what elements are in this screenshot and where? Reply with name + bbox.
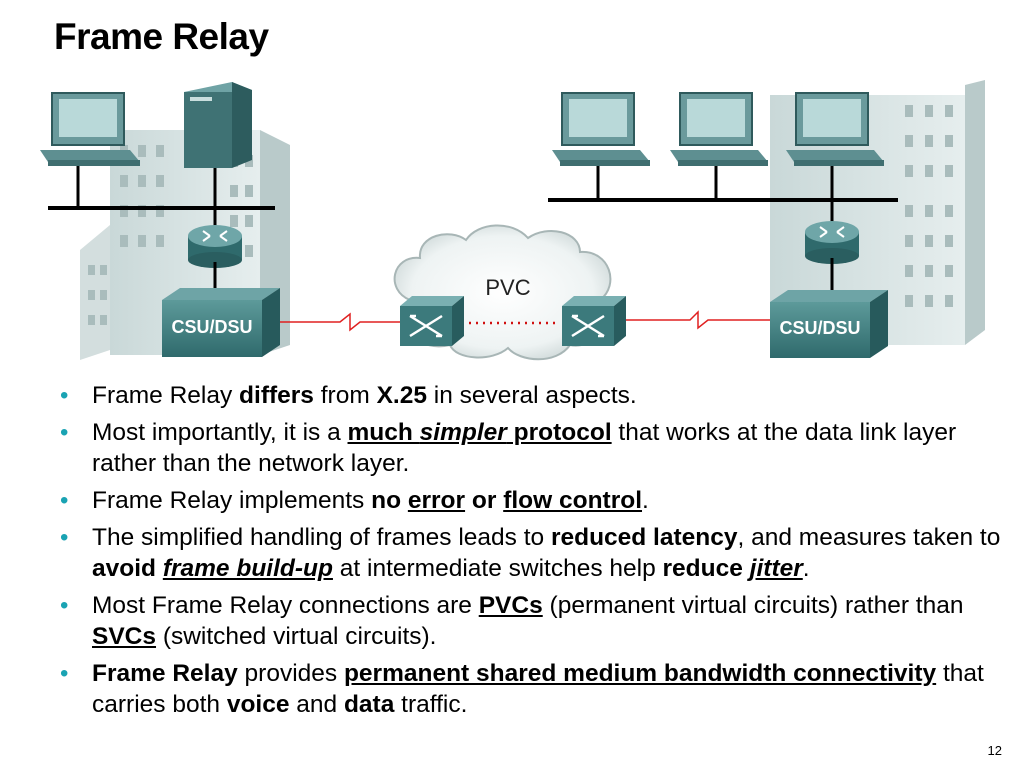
bullet-text: Most importantly, it is a much simpler p…: [92, 419, 956, 477]
text-run: SVCs: [92, 623, 157, 650]
text-run: jitter: [749, 555, 803, 582]
text-run: .: [642, 487, 649, 514]
pvc-label: PVC: [485, 275, 530, 300]
text-run: reduced latency: [550, 524, 738, 551]
text-run: from: [313, 382, 377, 409]
text-run: simpler: [419, 419, 507, 446]
frame-relay-switch-icon: [400, 296, 464, 346]
bullet-item: The simplified handling of frames leads …: [60, 522, 1010, 584]
bullet-text: Frame Relay implements no error or flow …: [92, 487, 649, 514]
frame-relay-network-diagram: CSU/DSU: [40, 80, 985, 361]
right-csu-dsu-device: CSU/DSU: [770, 290, 888, 358]
text-run: provides: [237, 660, 344, 687]
text-run: avoid: [92, 555, 156, 582]
text-run: Frame Relay: [92, 382, 240, 409]
text-run: that carries both: [92, 660, 984, 718]
bullet-item: Most importantly, it is a much simpler p…: [60, 417, 1010, 479]
bullet-item: Frame Relay provides permanent shared me…: [60, 658, 1010, 720]
text-run: The simplified handling of frames leads …: [92, 524, 551, 551]
text-run: (permanent virtual circuits) rather than: [542, 592, 964, 619]
text-run: in several aspects.: [426, 382, 637, 409]
left-csu-dsu-label: CSU/DSU: [171, 317, 252, 337]
wan-link-left: [280, 312, 400, 332]
bullet-text: Frame Relay provides permanent shared me…: [92, 660, 984, 718]
router-icon: [805, 221, 859, 264]
text-run: at intermediate switches help: [332, 555, 663, 582]
text-run: or: [471, 487, 497, 514]
text-run: [465, 487, 472, 514]
text-run: and: [289, 691, 344, 718]
workstation-icon: [40, 92, 140, 166]
page-number: 12: [987, 743, 1002, 758]
workstation-icon: [670, 92, 768, 166]
frame-relay-switch-icon: [562, 296, 626, 346]
text-run: flow control: [503, 487, 643, 514]
text-run: Most Frame Relay connections are: [92, 592, 479, 619]
text-run: X.25: [376, 382, 427, 409]
text-run: , and measures taken to: [737, 524, 1001, 551]
text-run: .: [802, 555, 810, 582]
bullet-item: Frame Relay implements no error or flow …: [60, 485, 1010, 516]
text-run: error: [407, 487, 466, 514]
server-icon: [184, 82, 252, 168]
bullet-item: Most Frame Relay connections are PVCs (p…: [60, 590, 1010, 652]
workstation-icon: [552, 92, 650, 166]
text-run: Frame Relay: [92, 660, 238, 687]
right-lan-segment: [548, 165, 898, 225]
text-run: permanent shared medium bandwidth connec…: [343, 660, 937, 687]
text-run: traffic.: [394, 691, 468, 718]
text-run: much: [347, 419, 420, 446]
bullet-item: Frame Relay differs from X.25 in several…: [60, 380, 1010, 411]
text-run: data: [343, 691, 395, 718]
bullet-text: The simplified handling of frames leads …: [92, 524, 1000, 582]
text-run: [401, 487, 408, 514]
text-run: reduce: [662, 555, 743, 582]
text-run: [743, 555, 750, 582]
text-run: Most importantly, it is a: [92, 419, 348, 446]
router-icon: [188, 225, 242, 268]
text-run: Frame Relay implements: [92, 487, 372, 514]
text-run: (switched virtual circuits).: [156, 623, 437, 650]
text-run: that works at the data link layer rather…: [92, 419, 957, 477]
slide-title: Frame Relay: [54, 16, 269, 57]
left-csu-dsu-device: CSU/DSU: [162, 288, 280, 357]
text-run: protocol: [506, 419, 612, 446]
bullet-text: Frame Relay differs from X.25 in several…: [92, 382, 637, 409]
workstation-icon: [786, 92, 884, 166]
text-run: differs: [239, 382, 314, 409]
text-run: PVCs: [478, 592, 543, 619]
bullet-text: Most Frame Relay connections are PVCs (p…: [92, 592, 963, 650]
wan-link-right: [626, 310, 770, 330]
text-run: [156, 555, 163, 582]
text-run: frame build-up: [162, 555, 333, 582]
right-csu-dsu-label: CSU/DSU: [779, 318, 860, 338]
text-run: voice: [226, 691, 290, 718]
bullet-list: Frame Relay differs from X.25 in several…: [60, 380, 1010, 726]
text-run: no: [371, 487, 402, 514]
